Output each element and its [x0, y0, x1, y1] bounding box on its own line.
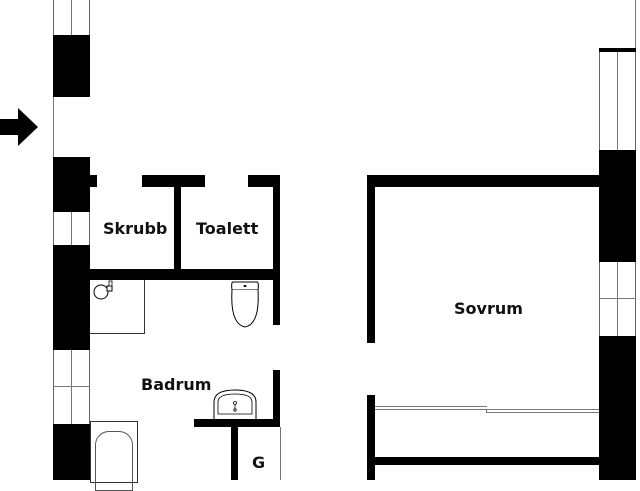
window-top-sill	[599, 48, 636, 52]
entrance-arrow-icon	[0, 108, 38, 146]
room-label-toalett: Toalett	[196, 219, 259, 238]
wall-g-left	[231, 427, 238, 480]
wall-segment	[599, 150, 636, 262]
wardrobe-door-right	[486, 409, 600, 413]
window-divider	[599, 298, 636, 299]
wall-sovrum-left-lower	[367, 395, 375, 480]
wall-badrum-shelf	[194, 419, 280, 427]
wall-segment	[53, 424, 90, 480]
wall-top-toalett	[248, 175, 280, 187]
room-label-g: G	[252, 453, 266, 472]
wardrobe-door-left	[375, 406, 487, 410]
wall-badrum-right	[273, 370, 280, 427]
wall-stub	[90, 175, 97, 187]
wall-segment	[53, 157, 90, 212]
window-divider	[71, 212, 72, 245]
window-divider	[71, 350, 72, 424]
wall-horizontal-mid	[90, 269, 280, 280]
outer-edge-line	[635, 0, 636, 48]
bathtub-inner	[95, 431, 133, 491]
wall-sovrum-top	[367, 175, 600, 187]
wall-segment	[53, 35, 90, 97]
wall-top-skrubb	[142, 175, 205, 187]
window-divider	[617, 52, 618, 150]
window-divider	[53, 386, 90, 387]
wall-sovrum-left	[367, 187, 375, 343]
washbasin-icon	[213, 389, 257, 419]
window-divider	[71, 0, 72, 35]
room-label-skrubb: Skrubb	[103, 219, 168, 238]
wall-sovrum-bottom	[375, 457, 600, 465]
room-label-sovrum: Sovrum	[454, 299, 523, 318]
closet-box	[90, 280, 145, 334]
entrance-door-line	[53, 97, 54, 157]
wall-segment	[53, 245, 90, 350]
wall-toalett-right	[273, 187, 280, 325]
room-label-badrum: Badrum	[141, 375, 212, 394]
window-divider	[617, 262, 618, 336]
wall-skrubb-toalett	[174, 187, 181, 275]
wall-segment	[599, 336, 636, 480]
wall-g-right-line	[280, 427, 281, 480]
washbasin-small-icon	[93, 280, 113, 300]
toilet-icon	[231, 281, 259, 328]
